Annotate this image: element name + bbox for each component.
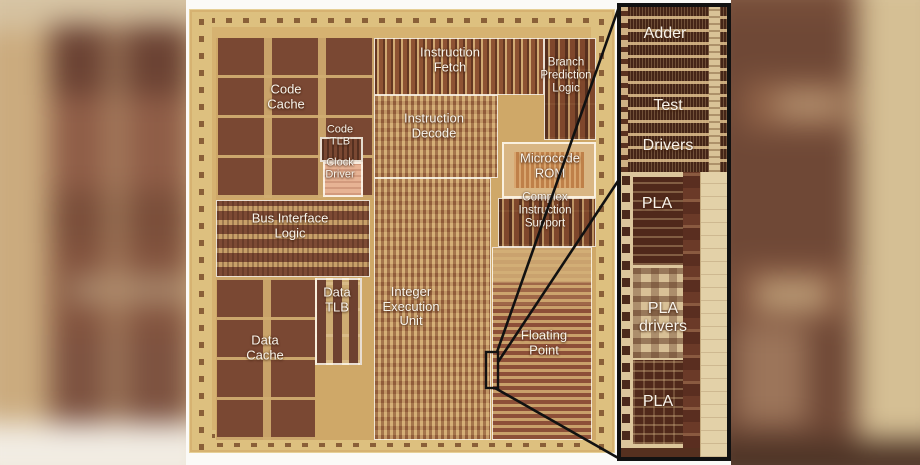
label-pla-bottom: PLA	[642, 393, 674, 411]
die-outline	[189, 9, 615, 453]
blurred-backdrop-left	[0, 0, 188, 465]
pad-ring-top	[192, 12, 612, 27]
region-branch-prediction	[544, 38, 596, 140]
inset-pla-bottom-block	[633, 360, 683, 444]
label-adder: Adder	[643, 25, 687, 43]
label-data-tlb: Data TLB	[323, 284, 351, 314]
region-instruction-decode	[374, 95, 498, 178]
label-floating-point: Floating Point	[520, 327, 568, 357]
region-code-cache	[218, 38, 374, 198]
microcode-rom-core	[514, 152, 584, 188]
label-pla-drivers: PLA drivers	[638, 300, 688, 335]
label-instruction-fetch: Instruction Fetch	[420, 44, 480, 74]
blurred-backdrop-left-art	[0, 0, 188, 465]
region-instruction-fetch	[374, 38, 544, 95]
magnified-inset: Adder Test Drivers PLA PLA drivers PLA	[617, 3, 731, 461]
label-drivers: Drivers	[642, 137, 694, 155]
region-integer-execution	[374, 178, 491, 440]
region-clock-driver	[323, 162, 363, 197]
label-pla-top: PLA	[641, 195, 673, 213]
label-test: Test	[653, 97, 683, 115]
inset-light-column	[700, 172, 727, 457]
blurred-backdrop-right-art	[727, 0, 920, 465]
pad-ring-right	[591, 12, 612, 450]
region-bus-interface	[216, 200, 370, 277]
label-clock-driver: Clock Driver	[325, 156, 355, 181]
label-data-cache: Data Cache	[246, 332, 284, 362]
region-microcode-rom	[502, 142, 596, 198]
blurred-backdrop-right	[727, 0, 920, 465]
inset-pla-drivers-block	[633, 268, 683, 358]
label-code-cache: Code Cache	[267, 81, 305, 111]
inset-right-light-column	[709, 7, 720, 172]
die-photograph: Code Cache Instruction Fetch Branch Pred…	[186, 0, 731, 465]
inset-left-pad-column	[621, 7, 628, 172]
inset-bottom-row	[621, 448, 700, 457]
region-data-cache	[217, 278, 315, 440]
label-integer-execution-unit: Integer Execution Unit	[382, 284, 440, 329]
label-complex-instruction-support: Complex Instruction Support	[518, 191, 572, 230]
inset-dark-strip	[683, 172, 700, 448]
region-data-tlb	[315, 278, 362, 365]
inset-pla-pad-column	[621, 172, 632, 457]
label-instruction-decode: Instruction Decode	[404, 110, 464, 140]
inset-pla-top-block	[633, 177, 683, 265]
region-code-tlb	[320, 137, 363, 162]
label-branch-prediction-logic: Branch Prediction Logic	[540, 56, 592, 95]
inset-bottom-section	[621, 172, 727, 457]
zoom-callout	[484, 3, 624, 461]
pad-ring-left	[192, 12, 212, 450]
die-core-area	[216, 38, 596, 440]
inset-top-section	[621, 7, 727, 172]
label-bus-interface-logic: Bus Interface Logic	[251, 210, 329, 240]
callout-source-rect	[484, 350, 500, 390]
label-code-tlb: Code TLB	[326, 123, 354, 148]
